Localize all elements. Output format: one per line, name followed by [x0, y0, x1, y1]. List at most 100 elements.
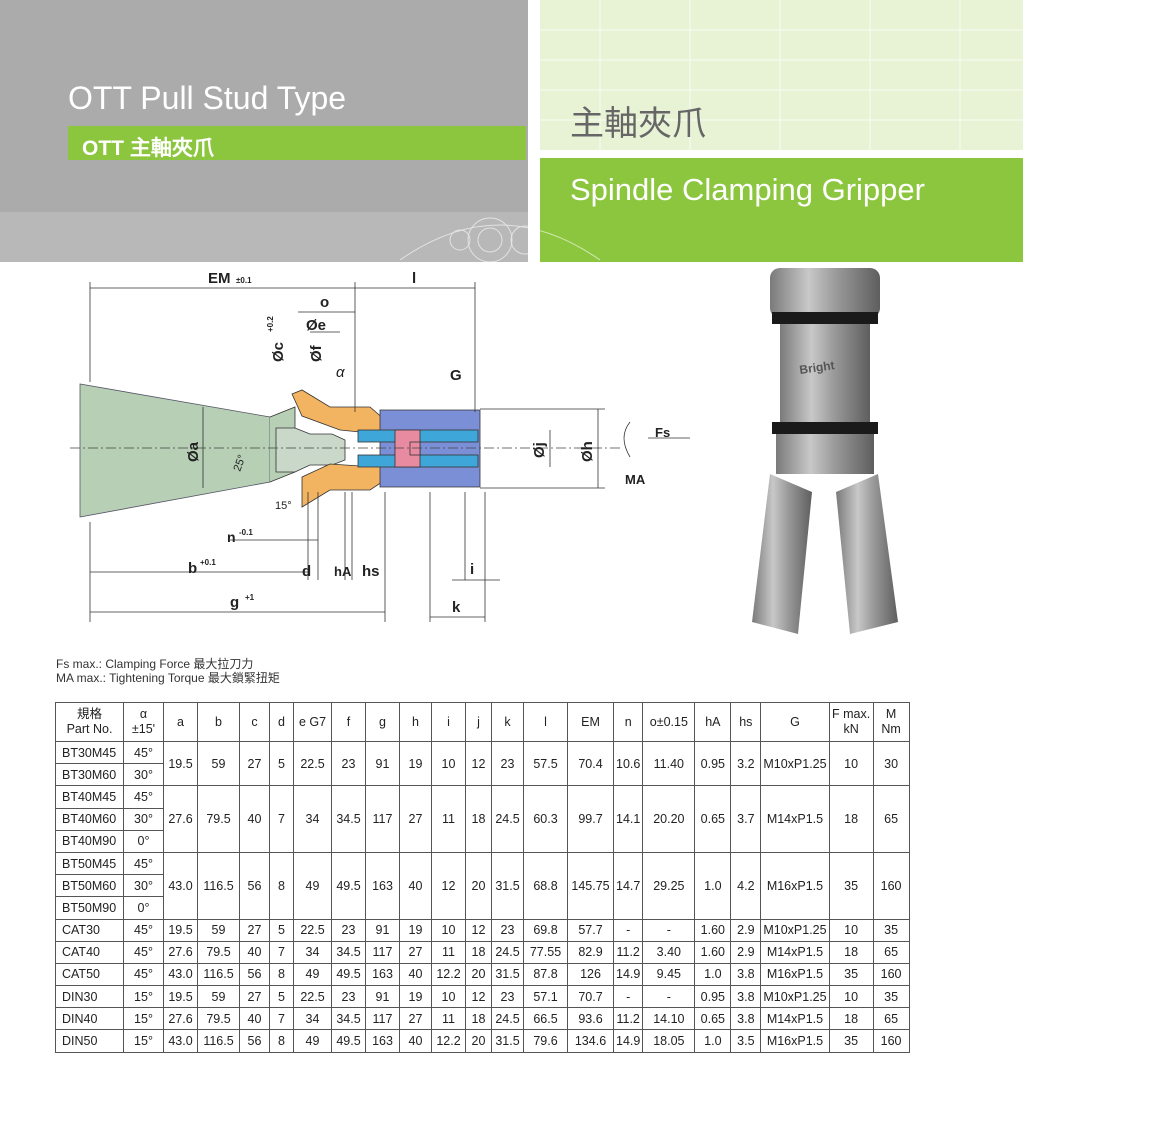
table-cell: 27.6 — [163, 785, 198, 853]
table-cell: 160 — [872, 962, 910, 987]
table-cell: 34.5 — [331, 940, 366, 964]
table-cell: 49.5 — [331, 1029, 366, 1053]
table-cell: 30° — [123, 763, 164, 787]
table-cell: 12.2 — [431, 962, 466, 987]
table-cell: 45° — [123, 851, 164, 876]
table-cell: 19.5 — [163, 740, 198, 787]
angle-alpha: α — [336, 364, 345, 381]
column-header: o±0.15 — [642, 702, 696, 742]
table-cell: 134.6 — [567, 1029, 614, 1053]
column-header: e G7 — [293, 702, 332, 742]
table-cell: M16xP1.5 — [760, 851, 830, 920]
table-cell: 59 — [197, 740, 240, 787]
table-cell: 57.7 — [567, 918, 614, 942]
table-cell: 49 — [293, 1029, 332, 1053]
table-cell: 14.10 — [642, 1007, 696, 1031]
table-cell: 10.6 — [612, 740, 644, 787]
table-cell: 11 — [431, 785, 466, 853]
table-cell: - — [642, 918, 696, 942]
table-cell: 14.9 — [612, 962, 644, 987]
english-title: Spindle Clamping Gripper — [570, 172, 925, 207]
table-cell: 23 — [491, 985, 524, 1009]
column-header: h — [399, 702, 432, 742]
table-cell: 49 — [293, 851, 332, 920]
table-cell: 31.5 — [491, 1029, 524, 1053]
table-cell: 23 — [331, 918, 366, 942]
table-cell: 20 — [465, 851, 492, 920]
table-cell: 34 — [293, 1007, 332, 1031]
table-cell: 45° — [123, 785, 164, 809]
table-cell: 27.6 — [163, 940, 198, 964]
table-cell: 116.5 — [197, 1029, 240, 1053]
table-cell: 35 — [872, 985, 910, 1009]
table-cell: 11 — [431, 1007, 466, 1031]
table-cell: 15° — [123, 1029, 164, 1053]
table-cell: 3.8 — [730, 962, 762, 987]
column-header: b — [197, 702, 240, 742]
table-cell: 27 — [399, 785, 432, 853]
dim-l: l — [412, 270, 416, 287]
table-cell: 29.25 — [642, 851, 696, 920]
table-cell: 40 — [399, 962, 432, 987]
dim-g: g — [230, 594, 239, 611]
table-cell: 45° — [123, 940, 164, 964]
dim-g-tol: +1 — [245, 593, 255, 602]
table-cell: 19 — [399, 985, 432, 1009]
header-divider — [528, 0, 540, 262]
table-cell: 15° — [123, 1007, 164, 1031]
column-header: α±15' — [123, 702, 164, 742]
column-header: g — [365, 702, 400, 742]
table-cell: 40 — [239, 940, 270, 964]
table-cell: 65 — [872, 940, 910, 964]
dim-n: n — [227, 529, 236, 545]
table-cell: 43.0 — [163, 1029, 198, 1053]
table-cell: 27 — [399, 1007, 432, 1031]
table-cell: 79.5 — [197, 785, 240, 853]
table-cell: M10xP1.25 — [760, 740, 830, 787]
dim-ha: hA — [334, 564, 352, 579]
table-cell: 8 — [269, 1029, 294, 1053]
table-cell: 99.7 — [567, 785, 614, 853]
angle-25: 25° — [232, 453, 249, 473]
table-cell: 2.9 — [730, 918, 762, 942]
table-cell: 14.1 — [612, 785, 644, 853]
subtitle-bar — [68, 126, 526, 160]
table-cell: 18 — [828, 785, 874, 853]
table-cell: 68.8 — [523, 851, 568, 920]
table-cell: 163 — [365, 851, 400, 920]
dim-g-thread: G — [450, 367, 462, 384]
table-cell: 10 — [431, 918, 466, 942]
dim-d: d — [302, 563, 311, 580]
table-cell: 5 — [269, 740, 294, 787]
table-cell: 20.20 — [642, 785, 696, 853]
dim-hs: hs — [362, 563, 380, 580]
dim-f: Øf — [308, 344, 325, 362]
photo-brand-text: Bright — [798, 358, 835, 377]
dim-em-tol: ±0.1 — [236, 276, 252, 285]
dim-em: EM — [208, 270, 231, 287]
table-cell: 0.95 — [694, 985, 732, 1009]
english-title-bar — [540, 158, 1023, 262]
angle-15: 15° — [275, 500, 292, 512]
table-cell: 160 — [872, 851, 910, 920]
table-cell: 35 — [828, 962, 874, 987]
table-cell: 24.5 — [491, 940, 524, 964]
table-cell: 18 — [828, 940, 874, 964]
table-cell: 0.65 — [694, 1007, 732, 1031]
column-header: c — [239, 702, 270, 742]
dim-e: Øe — [306, 317, 326, 334]
table-cell: BT50M60 — [55, 874, 124, 898]
table-cell: 65 — [872, 1007, 910, 1031]
table-cell: 56 — [239, 962, 270, 987]
table-cell: 60.3 — [523, 785, 568, 853]
table-cell: 49.5 — [331, 851, 366, 920]
page-title: OTT Pull Stud Type — [68, 80, 347, 116]
table-cell: 65 — [872, 785, 910, 853]
table-cell: 56 — [239, 1029, 270, 1053]
notes: Fs max.: Clamping Force 最大拉刀力 MA max.: T… — [56, 657, 280, 685]
table-cell: 3.2 — [730, 740, 762, 787]
